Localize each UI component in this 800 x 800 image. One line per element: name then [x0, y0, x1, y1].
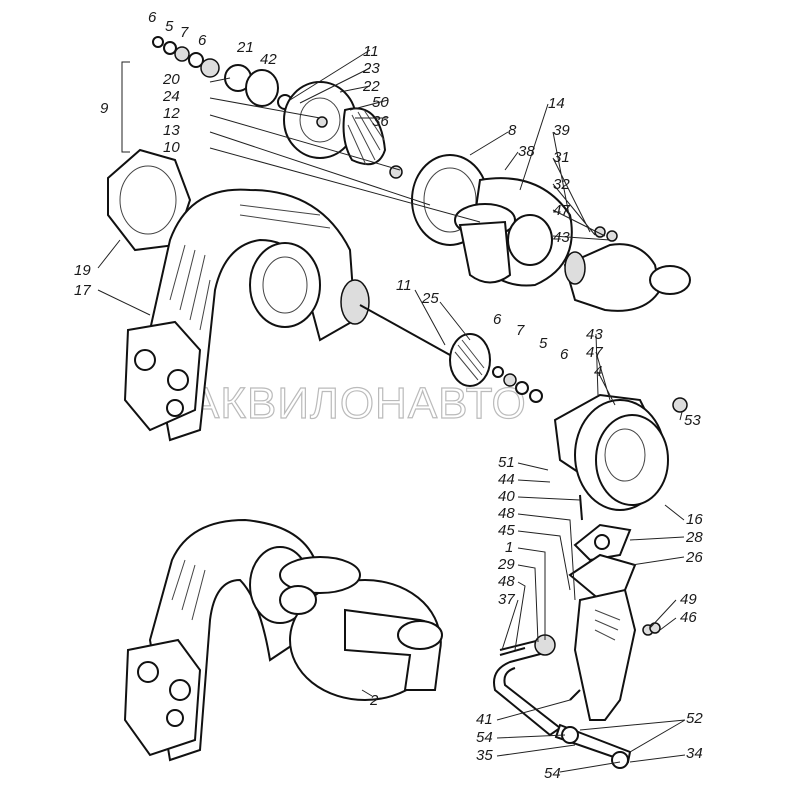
callout-label: 21 [236, 39, 254, 56]
callout-label: 46 [680, 609, 697, 626]
callout-label: 6 [560, 346, 569, 363]
callout-label: 11 [396, 277, 412, 294]
callout-label: 24 [162, 88, 180, 105]
oil-drain-bracket [568, 523, 661, 721]
callout-label: 31 [553, 149, 570, 166]
callout-label: 32 [553, 176, 570, 193]
callout-label: 7 [516, 322, 525, 339]
callout-label: 50 [372, 94, 389, 111]
callout-label: 23 [362, 60, 380, 77]
callout-label: 9 [100, 100, 109, 117]
callout-label: 47 [586, 344, 603, 361]
callout-label: 48 [498, 573, 515, 590]
callout-label: 54 [476, 729, 493, 746]
turbocharger-assembled [123, 518, 443, 762]
callout-label: 44 [498, 471, 515, 488]
callout-label: 7 [180, 24, 189, 41]
part-number-labels: 6 5 7 6 21 42 11 23 22 50 36 20 24 12 13… [74, 9, 703, 782]
callout-label: 48 [498, 505, 515, 522]
callout-label: 20 [162, 71, 180, 88]
turbine-shaft [340, 279, 543, 403]
callout-label: 29 [497, 556, 515, 573]
callout-label: 43 [553, 229, 570, 246]
oil-drain-pipe [493, 634, 632, 769]
callout-label: 36 [372, 113, 389, 130]
callout-label: 12 [163, 105, 180, 122]
bearing-housing [553, 393, 688, 521]
callout-label: 13 [163, 122, 180, 139]
callout-label: 37 [498, 591, 515, 608]
callout-label: 43 [586, 326, 603, 343]
bearing-parts-stack [152, 36, 293, 110]
callout-label: 51 [498, 454, 515, 471]
callout-label: 4 [594, 363, 602, 380]
callout-label: 26 [685, 549, 703, 566]
callout-label: 2 [369, 692, 379, 709]
callout-label: 6 [198, 32, 207, 49]
callout-label: 53 [684, 412, 701, 429]
leader-lines [97, 49, 686, 773]
callout-label: 52 [686, 710, 703, 727]
watermark: АКВИЛОНАВТО [190, 379, 527, 428]
exhaust-manifold-upper [123, 188, 357, 442]
callout-label: 45 [498, 522, 515, 539]
callout-label: 22 [362, 78, 380, 95]
compressor-wheel-assembly [283, 81, 403, 179]
callout-label: 11 [363, 43, 379, 60]
callout-label: 39 [553, 122, 570, 139]
callout-label: 5 [165, 18, 174, 35]
callout-label: 8 [508, 122, 517, 139]
callout-label: 54 [544, 765, 561, 782]
callout-label: 40 [498, 488, 515, 505]
callout-label: 35 [476, 747, 493, 764]
callout-label: 14 [548, 95, 565, 112]
callout-label: 49 [680, 591, 697, 608]
callout-label: 25 [421, 290, 439, 307]
callout-label: 17 [74, 282, 91, 299]
callout-label: 5 [539, 335, 548, 352]
callout-label: 6 [148, 9, 157, 26]
callout-label: 42 [260, 51, 277, 68]
callout-label: 38 [518, 143, 535, 160]
callout-label: 47 [553, 202, 570, 219]
callout-label: 1 [505, 539, 513, 556]
callout-label: 34 [686, 745, 703, 762]
callout-label: 41 [476, 711, 493, 728]
callout-label: 28 [685, 529, 703, 546]
callout-label: 16 [686, 511, 703, 528]
callout-label: 19 [74, 262, 91, 279]
callout-label: 10 [163, 139, 180, 156]
compressor-housing [411, 154, 691, 312]
callout-label: 6 [493, 311, 502, 328]
